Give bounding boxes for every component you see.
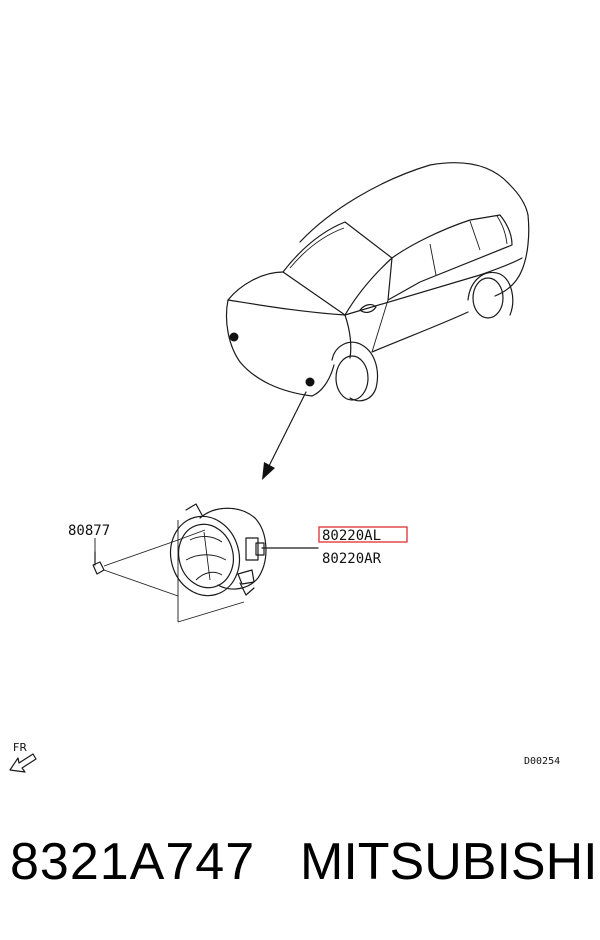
fr-label: FR <box>13 741 27 754</box>
brand-name: MITSUBISHI <box>300 833 598 891</box>
highlight-box <box>318 526 408 543</box>
product-caption: 8321A747 MITSUBISHI <box>0 832 600 912</box>
bolt-80877 <box>92 539 179 597</box>
vehicle-illustration <box>225 162 530 402</box>
mounting-guide-lines <box>177 520 245 623</box>
label-bolt: 80877 <box>68 523 110 539</box>
fog-lamp-assembly <box>169 503 267 597</box>
diagram-code: D00254 <box>524 756 560 767</box>
pointer-arrow <box>262 391 307 480</box>
label-fog-lamp-right: 80220AR <box>322 551 382 567</box>
front-direction-indicator: FR <box>9 741 37 773</box>
fog-lamp-location-left <box>229 332 239 342</box>
fog-lamp-location-right <box>305 377 315 387</box>
part-number: 8321A747 <box>10 833 256 891</box>
fr-arrow-icon <box>9 753 37 773</box>
label-fog-lamp-left: 80220AL <box>322 528 381 544</box>
